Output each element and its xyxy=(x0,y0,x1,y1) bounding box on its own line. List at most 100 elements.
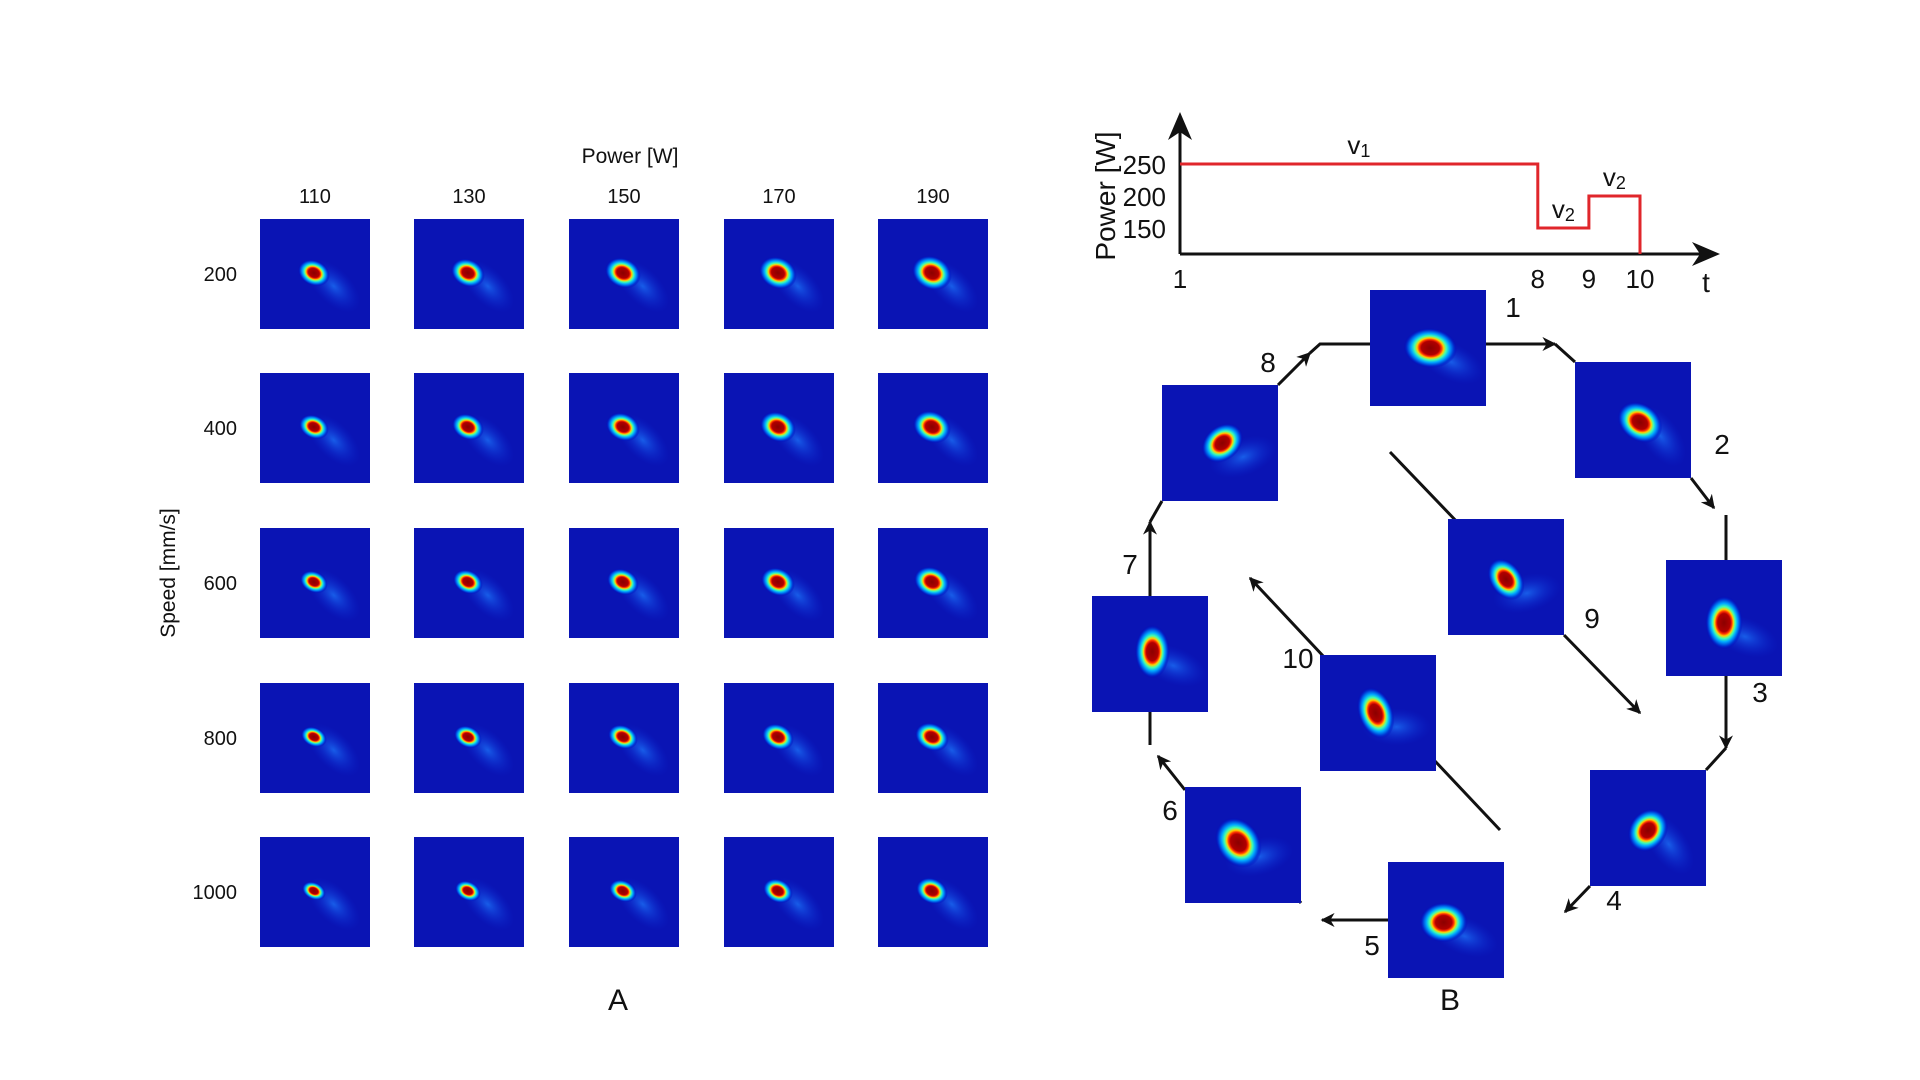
cycle-melt-pool xyxy=(1320,655,1436,771)
speed-label: 1000 xyxy=(193,882,238,904)
melt-pool-blob xyxy=(761,567,795,597)
cycle-melt-pools xyxy=(1092,290,1782,978)
chart-x-tick-label: 8 xyxy=(1531,264,1545,294)
speed-label: 800 xyxy=(204,728,237,750)
melt-pool-blob xyxy=(1357,687,1395,739)
power-label: 110 xyxy=(299,186,331,208)
chart-x-tick-label: 10 xyxy=(1626,264,1655,294)
cycle-arrow-4-5 xyxy=(1563,884,1592,914)
melt-pool-image xyxy=(569,219,679,329)
melt-pool-image xyxy=(878,837,988,947)
melt-pool-blob xyxy=(453,569,483,595)
melt-pool-blob xyxy=(914,566,950,598)
cycle-melt-pool xyxy=(1388,862,1504,978)
melt-pool-image xyxy=(260,528,370,638)
melt-pool-image xyxy=(414,373,524,483)
melt-pool-image xyxy=(569,837,679,947)
melt-pool-blob xyxy=(760,411,796,443)
chart-x-ticks: 1 8 9 10 xyxy=(1173,264,1655,294)
chart-x-axis-label: t xyxy=(1702,267,1710,298)
step-label: 5 xyxy=(1364,930,1380,961)
step-label: 6 xyxy=(1162,795,1178,826)
melt-pool-image xyxy=(260,837,370,947)
speed-labels: 200 400 600 800 1000 xyxy=(193,264,238,904)
melt-pool-image xyxy=(569,683,679,793)
melt-pool-blob xyxy=(606,412,640,442)
step-label: 9 xyxy=(1584,603,1600,634)
melt-pool-image xyxy=(414,219,524,329)
cycle-arrow-6-7 xyxy=(1156,754,1187,791)
cycle-melt-pool xyxy=(1575,362,1691,478)
melt-pool-image xyxy=(724,683,834,793)
cycle-segment xyxy=(1308,342,1370,355)
velocity-annotation: v1 xyxy=(1347,130,1370,161)
cycle-segment xyxy=(1553,342,1577,364)
melt-pool-blob xyxy=(1487,558,1525,601)
melt-pool-blob xyxy=(763,878,793,904)
chart-x-tick-label: 1 xyxy=(1173,264,1187,294)
melt-pool-image xyxy=(260,683,370,793)
melt-pool-image xyxy=(878,528,988,638)
melt-pool-blob xyxy=(299,414,329,440)
speed-label: 600 xyxy=(204,573,237,595)
melt-pool-image xyxy=(569,528,679,638)
cycle-melt-pool xyxy=(1185,787,1301,903)
panel-a-y-axis-title: Speed [mm/s] xyxy=(157,508,180,638)
step-label: 3 xyxy=(1752,677,1768,708)
cycle-segment-10-in xyxy=(1432,758,1502,832)
melt-pool-blob xyxy=(605,257,641,289)
melt-pool-blob xyxy=(1617,401,1663,443)
melt-pool-image xyxy=(260,373,370,483)
power-label: 190 xyxy=(916,186,949,208)
velocity-annotation: v2 xyxy=(1603,162,1626,193)
melt-pool-image xyxy=(724,373,834,483)
chart-y-tick-label: 150 xyxy=(1123,214,1166,244)
step-label: 1 xyxy=(1505,292,1521,323)
melt-pool-image xyxy=(414,683,524,793)
melt-pool-blob xyxy=(1627,808,1669,852)
panel-a-x-axis-title: Power [W] xyxy=(582,145,679,168)
step-label: 8 xyxy=(1260,347,1276,378)
melt-pool-blob xyxy=(1403,327,1457,369)
melt-pool-blob xyxy=(1134,625,1170,679)
melt-pool-blob xyxy=(300,570,328,594)
cycle-path xyxy=(1143,337,1733,927)
panel-a-letter: A xyxy=(608,984,628,1017)
chart-y-axis-label: Power [W] xyxy=(1090,131,1121,260)
melt-pool-blob xyxy=(1215,817,1262,868)
melt-pool-blob xyxy=(1419,902,1468,943)
chart-x-tick-label: 9 xyxy=(1582,264,1596,294)
panel-b-letter: B xyxy=(1440,984,1460,1017)
melt-pool-blob xyxy=(608,724,638,750)
melt-pool-blob xyxy=(759,256,797,290)
chart-x-axis-arrow-icon xyxy=(1692,242,1720,266)
step-label: 2 xyxy=(1714,429,1730,460)
power-label: 150 xyxy=(607,186,640,208)
melt-pool-blob xyxy=(302,881,326,901)
speed-label: 200 xyxy=(204,264,237,286)
melt-pool-image xyxy=(878,683,988,793)
melt-pool-blob xyxy=(298,259,330,287)
melt-pool-blob xyxy=(1201,423,1243,463)
melt-pool-blob xyxy=(301,726,327,748)
melt-pool-blob xyxy=(455,880,481,902)
step-label: 4 xyxy=(1606,885,1622,916)
speed-label: 400 xyxy=(204,418,237,440)
cycle-melt-pool xyxy=(1370,290,1486,406)
step-label: 10 xyxy=(1282,643,1313,674)
melt-pool-image xyxy=(414,837,524,947)
melt-pool-image xyxy=(724,219,834,329)
melt-pool-image xyxy=(414,528,524,638)
power-label: 130 xyxy=(452,186,485,208)
cycle-arrow-9-out xyxy=(1562,633,1642,715)
cycle-melt-pool xyxy=(1666,560,1782,676)
melt-pool-image xyxy=(724,837,834,947)
